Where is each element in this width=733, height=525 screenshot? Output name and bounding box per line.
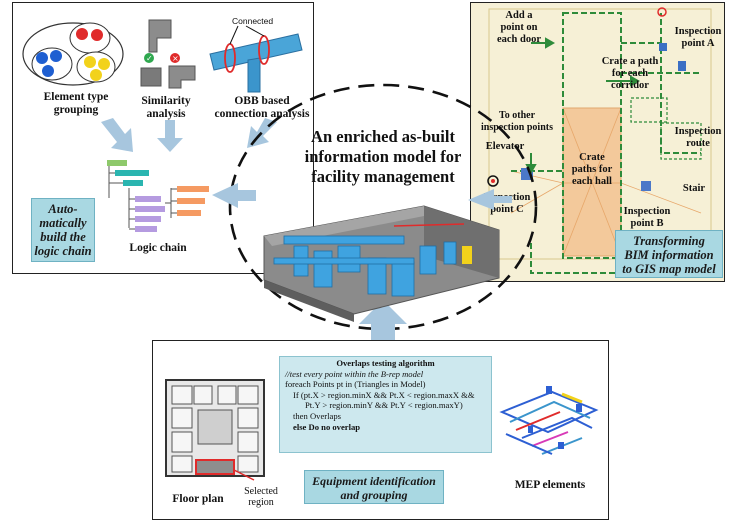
algo-line: then Overlaps — [293, 410, 341, 421]
logic-chain-label: Logic chain — [129, 242, 187, 254]
arrow-down-icon — [157, 120, 183, 152]
mep-elements-graphic — [499, 386, 599, 455]
overlaps-algorithm-box: Overlaps testing algorithm //test every … — [279, 356, 492, 453]
floor-plan-graphic — [165, 379, 265, 481]
selected-region-label: Selected region — [244, 486, 278, 508]
svg-text:×: × — [172, 54, 179, 63]
arrow-down-right-icon — [101, 118, 133, 152]
create-hall-paths-label: Crate paths for each hall — [571, 152, 613, 187]
element-type-grouping-graphic — [22, 22, 124, 86]
algo-title: Overlaps testing algorithm — [336, 358, 435, 368]
stair-label: Stair — [682, 183, 706, 194]
create-corridor-path-label: Crate a path for each corridor — [601, 56, 659, 91]
add-point-label: Add a point on each door — [496, 10, 542, 45]
algo-line: //test every point within the B-rep mode… — [285, 368, 424, 379]
arrow-right-icon — [212, 183, 256, 208]
algo-line: If (pt.X > region.minX && Pt.X < region.… — [293, 389, 475, 400]
inspection-route-label: Inspection route — [674, 126, 722, 149]
to-other-points-label: To other inspection points — [481, 110, 553, 133]
center-title: An enriched as-built information model f… — [304, 127, 462, 186]
svg-text:✓: ✓ — [146, 54, 153, 63]
mep-elements-label: MEP elements — [514, 479, 586, 491]
similarity-analysis-graphic: ✓ × — [140, 19, 196, 89]
selected-region-rect — [195, 459, 235, 475]
inspection-point-a-label: Inspection point A — [674, 26, 722, 49]
algo-line: foreach Points pt in (Triangles in Model… — [285, 379, 426, 390]
obb-connection-label: OBB based connection analysis — [214, 95, 310, 120]
center-dashed-ellipse — [228, 83, 538, 331]
obb-connection-graphic — [209, 25, 303, 93]
auto-build-box: Auto- matically build the logic chain — [31, 198, 95, 262]
element-type-grouping-label: Element type grouping — [43, 91, 109, 116]
transform-bim-box: Transforming BIM information to GIS map … — [615, 230, 723, 278]
elevator-label: Elevator — [485, 141, 525, 152]
similarity-analysis-label: Similarity analysis — [141, 95, 191, 120]
arrow-up-icon — [359, 300, 407, 342]
connected-label: Connected — [232, 16, 274, 26]
logic-chain-tree — [107, 160, 209, 232]
equipment-identification-box: Equipment identification and grouping — [304, 470, 444, 504]
algo-line: Pt.Y > region.minY && Pt.Y < region.maxY… — [305, 400, 463, 411]
floor-plan-label: Floor plan — [172, 493, 224, 505]
inspection-point-b-label: Inspection point B — [623, 206, 671, 229]
algo-line: else Do no overlap — [293, 421, 361, 432]
arrow-left-icon — [468, 189, 512, 210]
building-model — [263, 205, 500, 322]
